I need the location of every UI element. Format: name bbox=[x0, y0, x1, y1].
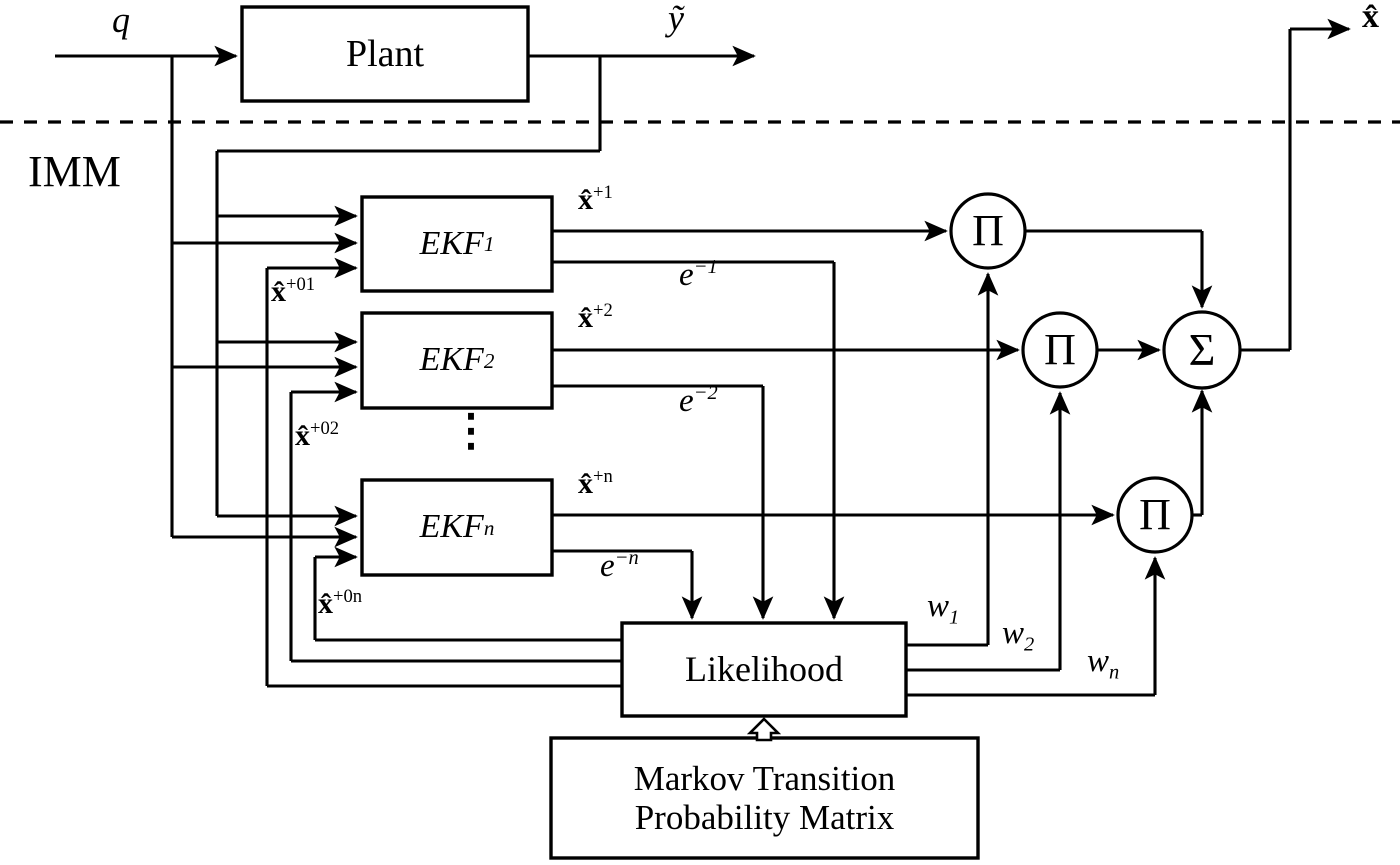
signal-label-x-hat-plus-1: x̂+1 bbox=[578, 182, 613, 216]
product-node-1-circle bbox=[949, 192, 1027, 270]
x-hat-plus-02-base: x̂ bbox=[295, 419, 310, 452]
x-hat-plus-0n-base: x̂ bbox=[318, 587, 333, 620]
w2-base: w bbox=[1002, 615, 1025, 651]
w1-base: w bbox=[927, 588, 950, 624]
ekfn-box-outline bbox=[360, 478, 554, 577]
imm-section-label: IMM bbox=[28, 147, 121, 196]
signal-label-q: q bbox=[112, 0, 130, 40]
signal-label-wn: wn bbox=[1087, 643, 1119, 683]
x-hat-plus-n-sup: +n bbox=[593, 466, 613, 487]
product-node-2-circle bbox=[1021, 311, 1099, 389]
x-hat-plus-n-base: x̂ bbox=[578, 467, 593, 500]
x-hat-plus-2-sup: +2 bbox=[593, 300, 613, 321]
product-node-n-circle bbox=[1116, 476, 1194, 554]
x-hat-plus-01-sup: +01 bbox=[286, 274, 316, 295]
markov-label-line-2: Probability Matrix bbox=[634, 798, 895, 837]
summation-node-circle bbox=[1162, 310, 1242, 390]
likelihood-block-label: Likelihood bbox=[685, 649, 843, 690]
markov-label-line-1: Markov Transition bbox=[633, 758, 896, 798]
x-hat-plus-1-base: x̂ bbox=[578, 183, 593, 216]
e-minus-1-base: e bbox=[679, 257, 694, 293]
e-minus-1-sup: −1 bbox=[693, 256, 718, 278]
summation-node-glyph: Σ bbox=[1188, 324, 1216, 376]
wn-sub: n bbox=[1109, 661, 1120, 684]
product-node-1-glyph: Π bbox=[972, 206, 1004, 256]
signal-label-y-tilde: ỹ bbox=[668, 0, 684, 38]
signal-label-x-hat-plus-02: x̂+02 bbox=[295, 418, 340, 452]
w2-sub: 2 bbox=[1024, 633, 1035, 656]
e-minus-n-base: e bbox=[600, 548, 615, 584]
product-node-2-glyph: Π bbox=[1044, 325, 1076, 375]
x-hat-plus-0n-sup: +0n bbox=[333, 586, 363, 607]
signal-label-x-hat-plus-n: x̂+n bbox=[578, 466, 613, 500]
markov-block-label: Markov Transition Probability Matrix bbox=[551, 738, 978, 858]
e-minus-2-base: e bbox=[679, 383, 694, 419]
x-hat-plus-01-base: x̂ bbox=[271, 275, 286, 308]
x-hat-plus-02-sup: +02 bbox=[310, 418, 340, 439]
signal-label-x-hat-plus-2: x̂+2 bbox=[578, 300, 613, 334]
ekfn-label-base: EKF bbox=[419, 508, 484, 546]
plant-block-label: Plant bbox=[345, 32, 425, 75]
signal-label-x-hat-plus-0n: x̂+0n bbox=[318, 586, 363, 620]
signal-label-e-minus-n: e−n bbox=[600, 547, 639, 584]
w1-sub: 1 bbox=[949, 606, 960, 629]
product-node-n-glyph: Π bbox=[1139, 490, 1171, 540]
x-hat-plus-2-base: x̂ bbox=[578, 301, 593, 334]
plant-box-outline bbox=[240, 5, 530, 103]
signal-label-e-minus-1: e−1 bbox=[679, 256, 718, 293]
x-hat-plus-1-sup: +1 bbox=[593, 182, 613, 203]
e-minus-n-sup: −n bbox=[614, 547, 639, 569]
ekf1-label-base: EKF bbox=[419, 224, 484, 262]
wn-base: w bbox=[1087, 643, 1110, 679]
vertical-ellipsis-icon: ⋮ bbox=[449, 406, 493, 455]
ekf2-box-outline bbox=[360, 311, 554, 410]
signal-label-x-hat-plus-01: x̂+01 bbox=[271, 274, 316, 308]
signal-label-e-minus-2: e−2 bbox=[679, 382, 718, 419]
ekf1-box-outline bbox=[360, 195, 554, 293]
signal-label-x-hat-final: x̂ bbox=[1362, 0, 1379, 35]
signal-label-w1: w1 bbox=[927, 588, 959, 628]
markov-to-likelihood-open-arrow bbox=[746, 717, 782, 742]
ekf2-label-base: EKF bbox=[419, 341, 484, 379]
e-minus-2-sup: −2 bbox=[693, 382, 718, 404]
signal-label-w2: w2 bbox=[1002, 615, 1034, 655]
